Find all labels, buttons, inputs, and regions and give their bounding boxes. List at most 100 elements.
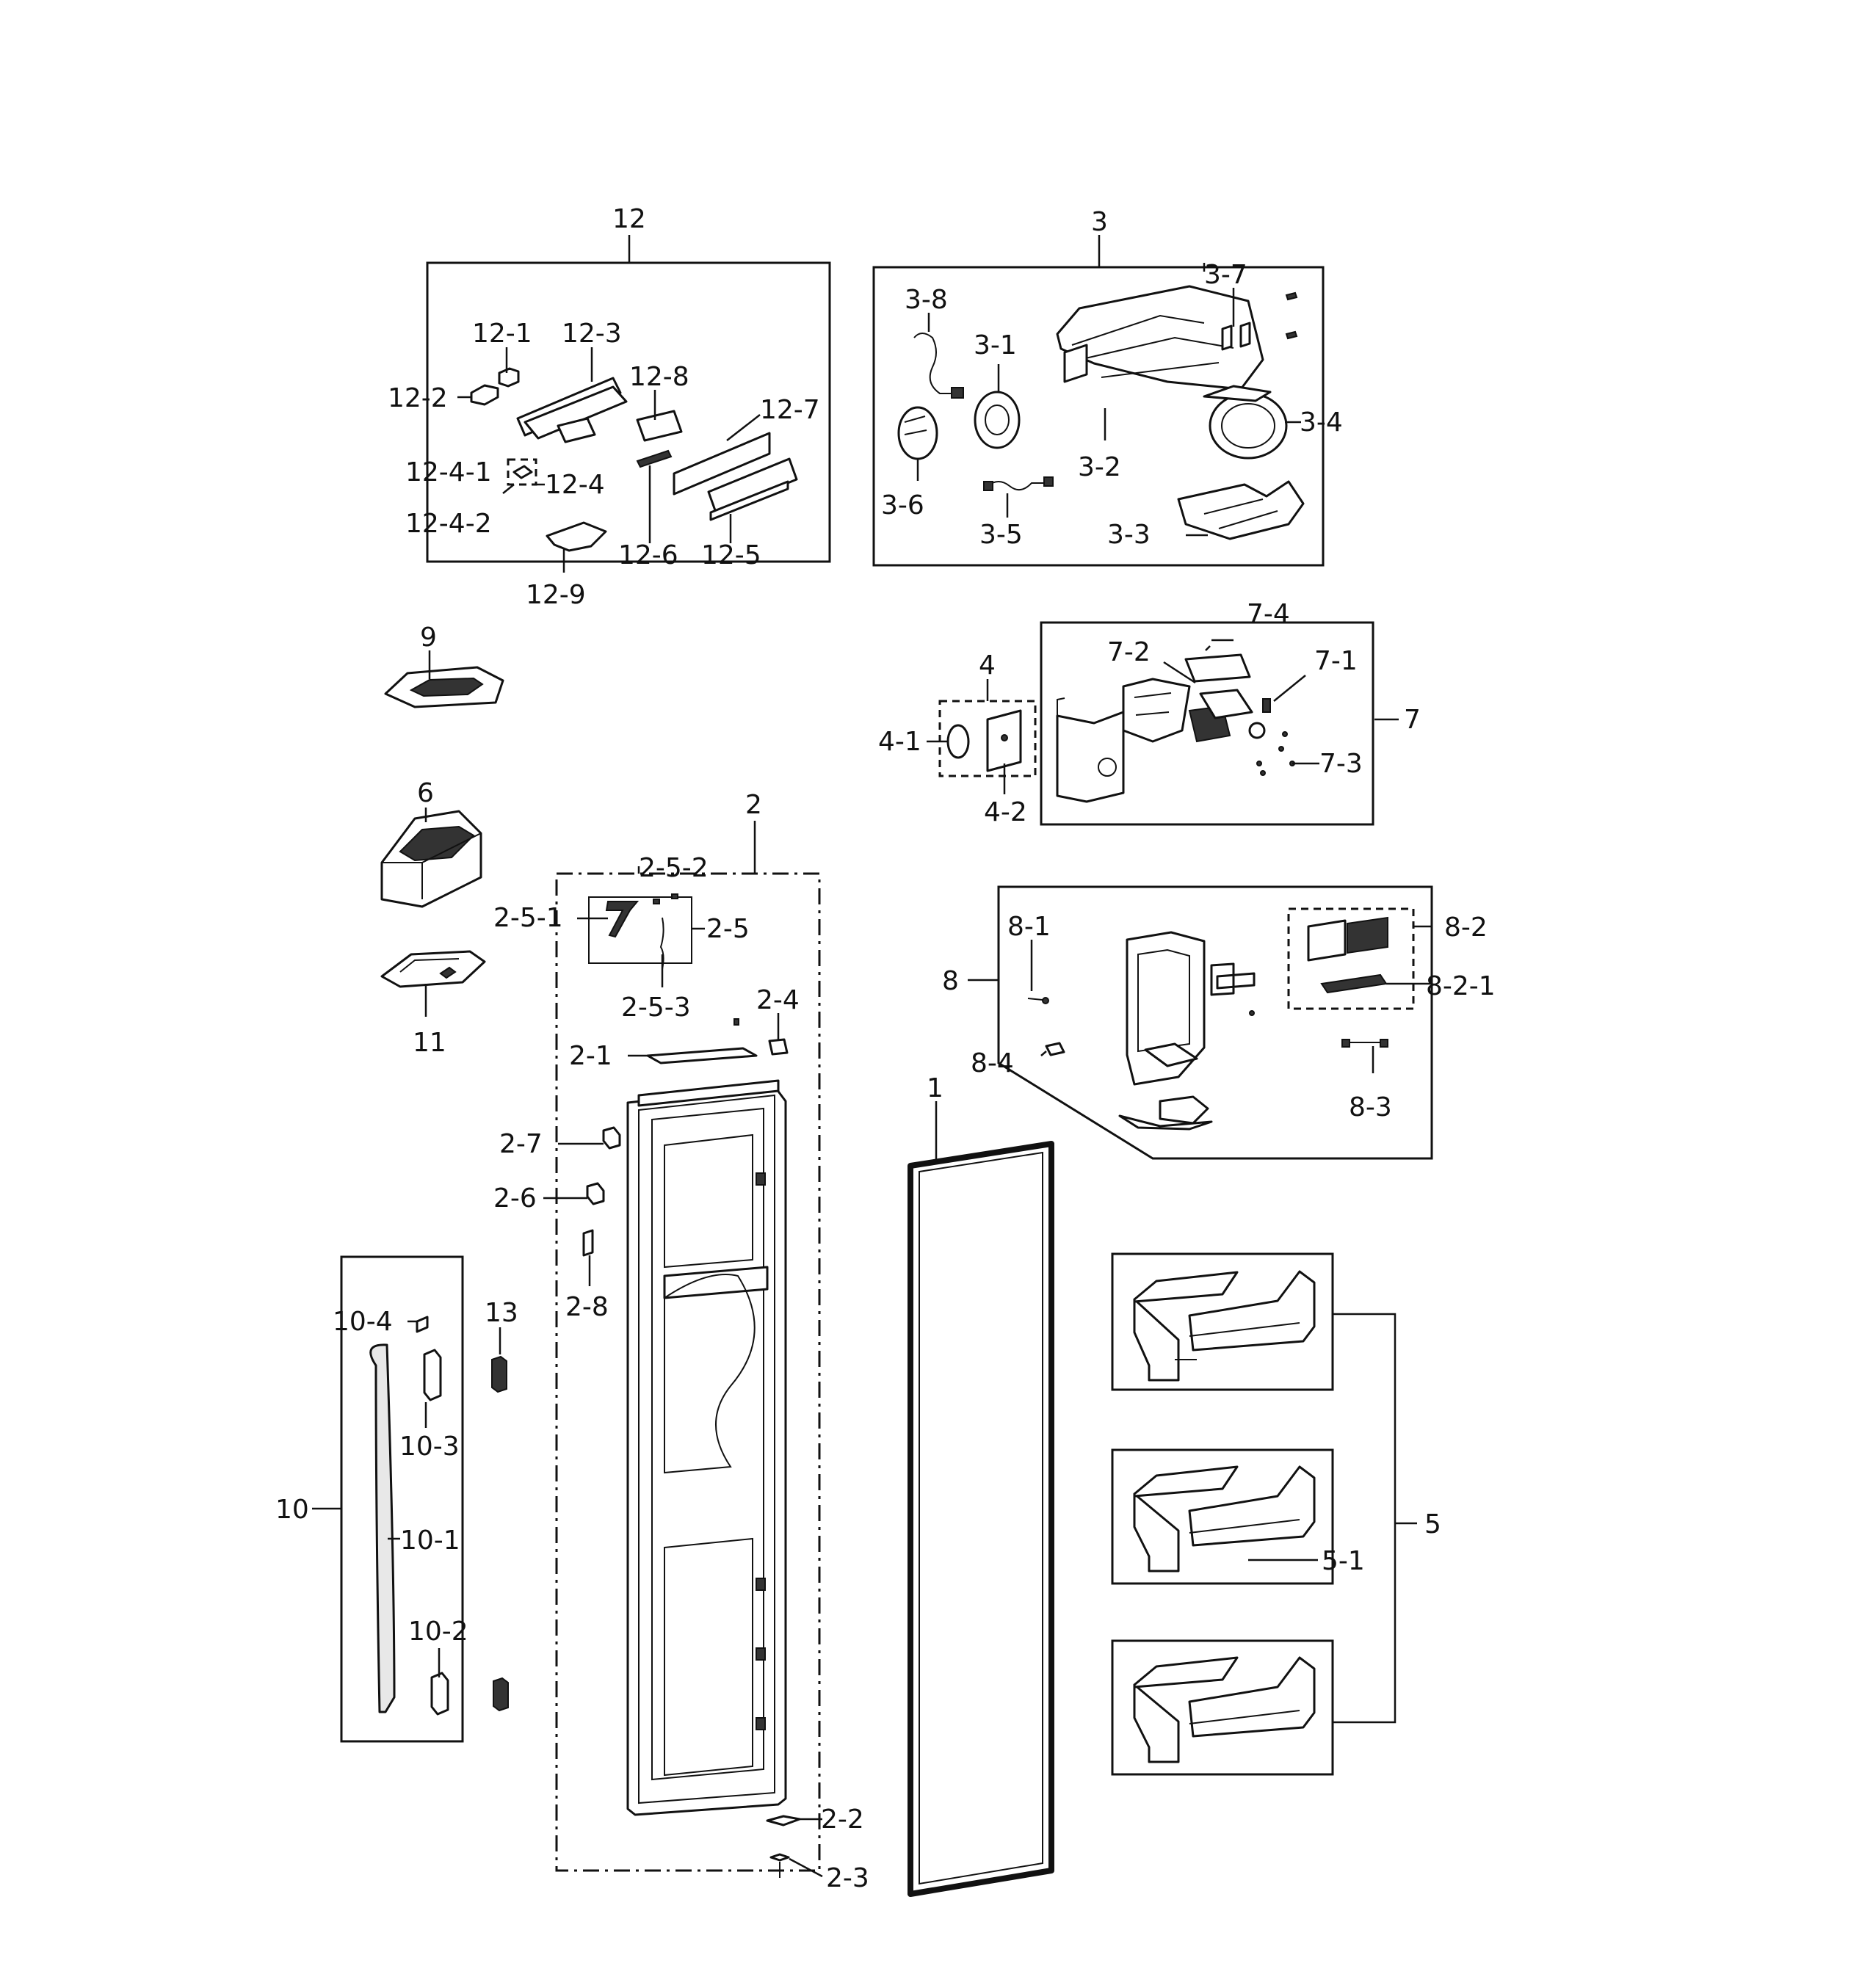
part-4-1 [946,724,970,759]
label-12-8: 12-8 [629,362,689,392]
part-8-2-1 [1320,973,1388,994]
label-9: 9 [420,623,437,653]
label-12-9: 12-9 [526,580,586,610]
label-10: 10 [275,1495,309,1525]
label-3-3: 3-3 [1107,520,1151,550]
group-12-frame [426,261,831,563]
part-12-4 [512,465,533,479]
part-3-8-plug [951,387,964,399]
part-8-housing [1126,931,1206,1086]
label-2-8: 2-8 [565,1292,609,1322]
label-10-4: 10-4 [333,1307,393,1337]
group-8-frame [997,885,1433,1160]
label-3-5: 3-5 [979,520,1023,550]
part-2-6 [586,1182,605,1205]
label-7-4: 7-4 [1247,599,1290,629]
part-5-bin-1 [1133,1270,1316,1382]
part-2-7 [602,1126,621,1150]
part-5-bin-3 [1133,1656,1316,1763]
part-13-top [491,1355,507,1393]
label-2-5: 2-5 [706,914,750,944]
label-7-1: 7-1 [1314,646,1358,676]
label-7: 7 [1404,705,1421,735]
group-7-frame [1040,621,1374,826]
part-1-gasket [908,1141,1054,1897]
part-10-3 [423,1349,442,1401]
part-2-3 [769,1853,790,1862]
label-2-3: 2-3 [826,1863,869,1893]
label-10-1: 10-1 [400,1526,460,1556]
label-2-5-2: 2-5-2 [639,853,709,883]
part-12-6 [636,449,673,468]
label-2-4: 2-4 [756,985,800,1015]
label-2-2: 2-2 [821,1804,864,1835]
part-5-bin-2 [1133,1465,1316,1572]
group-5: 5 5-1 [1111,1252,1441,1776]
group-10: 10 10-4 10-3 10-1 10-2 [275,1255,468,1743]
group-8: 8 8-1 8-2 8-2-1 8-4 8-3 [942,885,1496,1160]
group-11: 11 [380,950,486,1058]
part-12-8 [636,410,683,442]
part-13-bottom [493,1677,509,1712]
part-7-4 [1184,653,1251,683]
label-12-6: 12-6 [618,540,678,570]
label-8: 8 [942,966,959,996]
part-2-5-3 [659,917,664,970]
part-12-2 [470,384,499,406]
label-8-2: 8-2 [1444,913,1488,943]
part-2-2 [766,1815,801,1826]
group-2-frame [555,872,821,1872]
part-3-8 [913,333,954,394]
part-10-2 [430,1672,449,1716]
label-3-4: 3-4 [1300,407,1343,438]
label-4: 4 [979,650,996,681]
label-3-8: 3-8 [905,285,948,315]
label-12-4: 12-4 [545,470,605,500]
label-2-5-3: 2-5-3 [621,993,691,1023]
group-4-frame [938,700,1037,777]
group-2: 2 2-5-2 2-5-1 2-5 2-5-3 2-4 2-1 2-7 2-6 … [493,790,869,1893]
label-8-1: 8-1 [1007,912,1051,942]
group-10-frame [340,1255,464,1743]
part-7-1 [1262,698,1271,713]
label-5-1: 5-1 [1322,1546,1365,1576]
label-8-2-1: 8-2-1 [1426,971,1496,1001]
label-6: 6 [417,778,434,808]
part-12-3-tab [557,417,596,443]
bin-frame-3 [1111,1639,1334,1776]
part-12-5 [707,457,798,514]
label-10-2: 10-2 [408,1617,468,1647]
label-10-3: 10-3 [399,1432,460,1462]
label-12-7: 12-7 [760,395,820,425]
part-10-4 [416,1316,429,1333]
part-12-9 [546,521,607,552]
label-12-3: 12-3 [562,319,622,349]
part-3-5 [987,481,1045,491]
part-11 [380,950,486,988]
label-12-1: 12-1 [472,319,532,349]
label-5: 5 [1424,1509,1441,1539]
group-7: 7-4 7-2 7-1 7 7-3 [1040,599,1421,826]
part-12-4-frame [507,458,537,486]
group-3: 3 3-7 3-8 3-1 3-4 3-2 3-6 3-5 3-3 [872,207,1343,567]
label-2-7: 2-7 [499,1129,543,1159]
label-8-3: 8-3 [1349,1092,1392,1122]
label-3-2: 3-2 [1078,452,1121,482]
label-13: 13 [485,1298,518,1328]
group-13: 13 [485,1298,518,1712]
label-12-4-1: 12-4-1 [405,457,492,487]
part-2-1 [646,1047,758,1064]
label-12-4-2: 12-4-2 [405,509,492,539]
part-8-4 [1045,1042,1065,1056]
part-3-6 [897,406,938,460]
part-7-2 [1122,678,1191,743]
part-2-dispenser-recess [663,1266,769,1299]
label-3-1: 3-1 [974,330,1017,360]
bin-frame-2 [1111,1448,1334,1585]
label-2-1: 2-1 [569,1041,612,1071]
part-8-1 [1027,998,1043,1001]
label-3-7: 3-7 [1204,260,1247,290]
label-7-2: 7-2 [1107,637,1151,667]
group-6: 6 [380,778,482,908]
part-3-3 [1177,480,1305,540]
